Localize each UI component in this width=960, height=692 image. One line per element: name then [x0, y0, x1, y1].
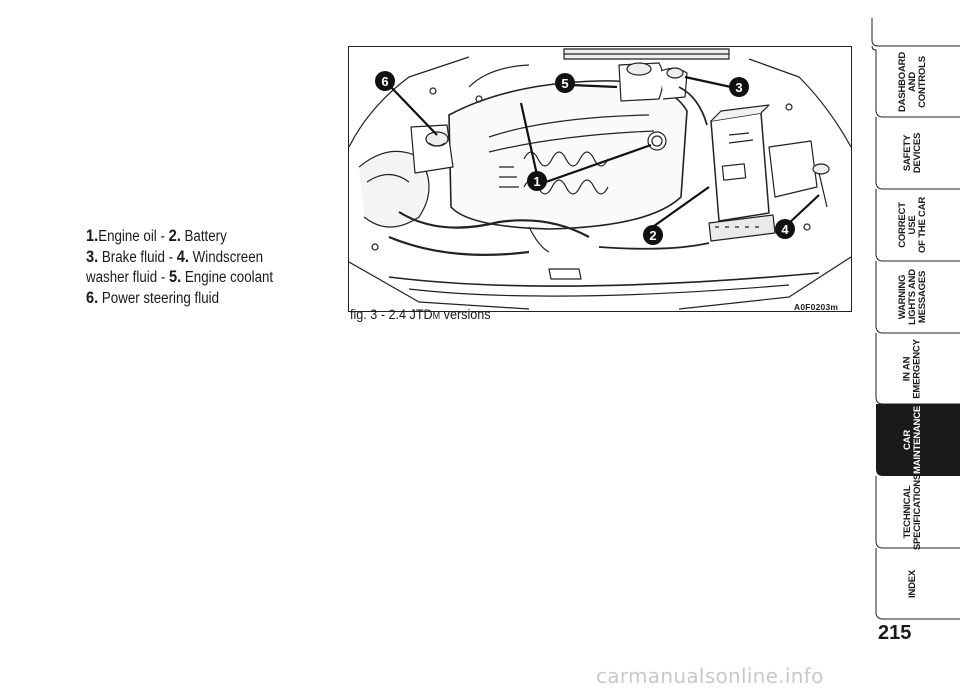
- tab-warning-lights[interactable]: WARNING LIGHTS AND MESSAGES: [870, 262, 960, 332]
- tab-label: CAR MAINTENANCE: [902, 406, 923, 474]
- legend-text-5: Engine coolant: [184, 269, 274, 286]
- tab-label: WARNING LIGHTS AND MESSAGES: [896, 269, 928, 325]
- legend-text-1: Engine oil -: [98, 228, 165, 245]
- tab-dashboard-and-controls[interactable]: DASHBOARD AND CONTROLS: [870, 47, 960, 117]
- legend-num-1: 1.: [86, 226, 99, 245]
- engine-bay-drawing: 6 5 3 1 2 4: [349, 48, 851, 310]
- tab-safety-devices[interactable]: SAFETY DEVICES: [870, 118, 960, 188]
- tab-label: TECHNICAL SPECIFICATIONS: [902, 473, 924, 551]
- tab-label: IN AN EMERGENCY: [902, 339, 923, 399]
- engine-bay-illustration: 6 5 3 1 2 4: [348, 46, 852, 312]
- watermark: carmanualsonline.info: [596, 664, 824, 688]
- legend-text-2: Battery: [184, 228, 227, 245]
- legend-num-6: 6.: [86, 287, 99, 307]
- legend-text-6: Power steering fluid: [101, 289, 219, 307]
- tab-outlines: [871, 18, 960, 620]
- tab-label: INDEX: [906, 569, 918, 599]
- callout-6: 6: [381, 74, 388, 89]
- tab-correct-use[interactable]: CORRECT USE OF THE CAR: [870, 190, 960, 260]
- figure-code: A0F0203m: [794, 302, 839, 312]
- figure-legend: 1.Engine oil - 2. Battery 3. Brake fluid…: [86, 226, 310, 308]
- figure-caption: fig. 3 - 2.4 JTDM versions: [350, 306, 491, 322]
- tab-index[interactable]: INDEX: [870, 549, 960, 619]
- page-number: 215: [878, 622, 912, 644]
- callout-4: 4: [781, 222, 789, 237]
- tab-label: DASHBOARD AND CONTROLS: [897, 52, 929, 112]
- tab-label: CORRECT USE OF THE CAR: [897, 196, 928, 254]
- tab-car-maintenance[interactable]: CAR MAINTENANCE: [870, 405, 960, 475]
- callout-1: 1: [533, 174, 540, 189]
- tab-technical-specifications[interactable]: TECHNICAL SPECIFICATIONS: [870, 473, 960, 551]
- legend-num-4: 4.: [176, 246, 189, 266]
- tab-in-an-emergency[interactable]: IN AN EMERGENCY: [870, 334, 960, 404]
- callout-markers: [375, 71, 795, 245]
- legend-text-4: Windscreen washer fluid -: [86, 248, 264, 287]
- legend-num-3: 3.: [86, 246, 99, 266]
- callout-3: 3: [735, 80, 742, 95]
- legend-text-3: Brake fluid -: [101, 248, 174, 266]
- legend-num-2: 2.: [168, 226, 181, 245]
- callout-5: 5: [561, 76, 568, 91]
- chapter-tabs: DASHBOARD AND CONTROLS SAFETY DEVICES CO…: [870, 0, 960, 692]
- callout-2: 2: [649, 228, 656, 243]
- tab-label: SAFETY DEVICES: [902, 132, 923, 174]
- legend-num-5: 5.: [168, 267, 182, 286]
